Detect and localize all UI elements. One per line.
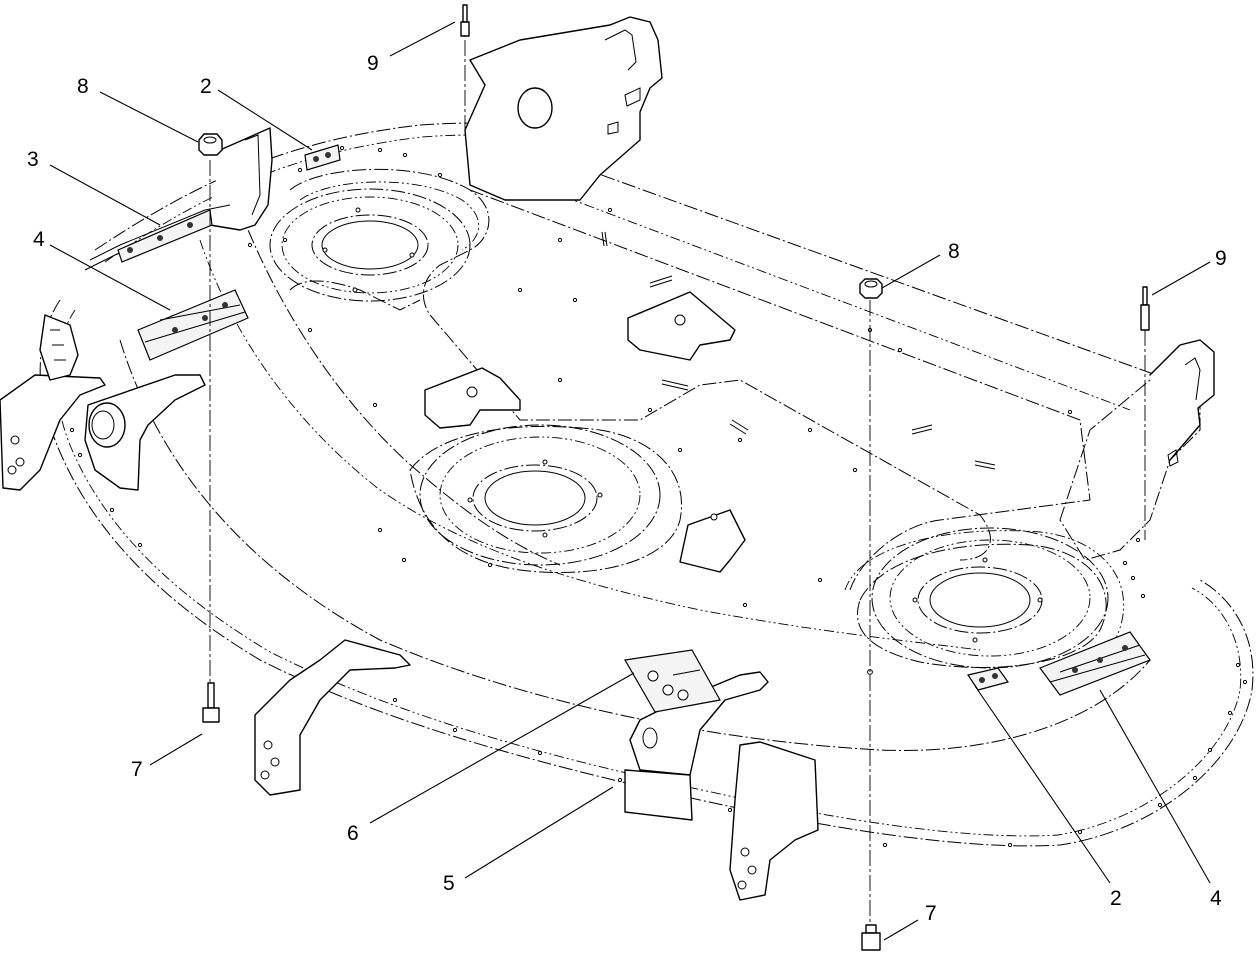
front-hitch-center-block [624,671,769,821]
callout-9-left: 9 [367,52,379,75]
callout-2-right: 2 [1110,887,1122,910]
clevis-pin-item-9-left [460,4,470,37]
decal-item-4-right [1039,631,1151,696]
callout-7-right: 7 [925,902,937,925]
decal-item-3 [117,209,213,263]
rear-mount-bracket-left [464,16,663,201]
callout-labels: 9 8 2 3 4 8 9 7 6 5 2 4 7 [27,52,1227,925]
bolt-item-7-left [202,682,220,723]
callout-8-right: 8 [948,240,960,263]
decal-item-2-left [304,144,341,171]
deck-slots [601,231,996,470]
front-hitch-bracket-right [729,741,819,901]
flange-nut-item-8-left [198,133,223,156]
belt-guide-left [424,367,521,429]
decal-item-6 [624,649,721,713]
leader-lines [49,21,1211,941]
callout-6: 6 [347,822,359,845]
callout-9-right: 9 [1215,247,1227,270]
callout-7-left: 7 [131,758,143,781]
callout-5: 5 [443,872,455,895]
flange-nut-item-8-right [859,278,883,299]
spindle-opening-left [269,188,471,302]
rear-mount-bracket-right [1059,339,1215,561]
front-hitch-bracket-left [254,639,411,796]
spindle-opening-center [419,424,661,566]
bolt-item-7-right [861,924,881,951]
callout-3: 3 [27,148,39,171]
callout-4-right: 4 [1210,887,1222,910]
callout-8-left: 8 [77,75,89,98]
belt-guide-center [679,509,746,573]
belt-guide-top [627,291,736,361]
clevis-pin-item-9-right [1140,286,1150,331]
callout-2-left: 2 [200,75,212,98]
spindle-opening-right [871,527,1109,669]
callout-4-left: 4 [33,228,45,251]
decal-item-2-right [967,667,1009,691]
left-pivot-bracket [0,314,206,491]
decal-item-4-left [137,289,249,361]
